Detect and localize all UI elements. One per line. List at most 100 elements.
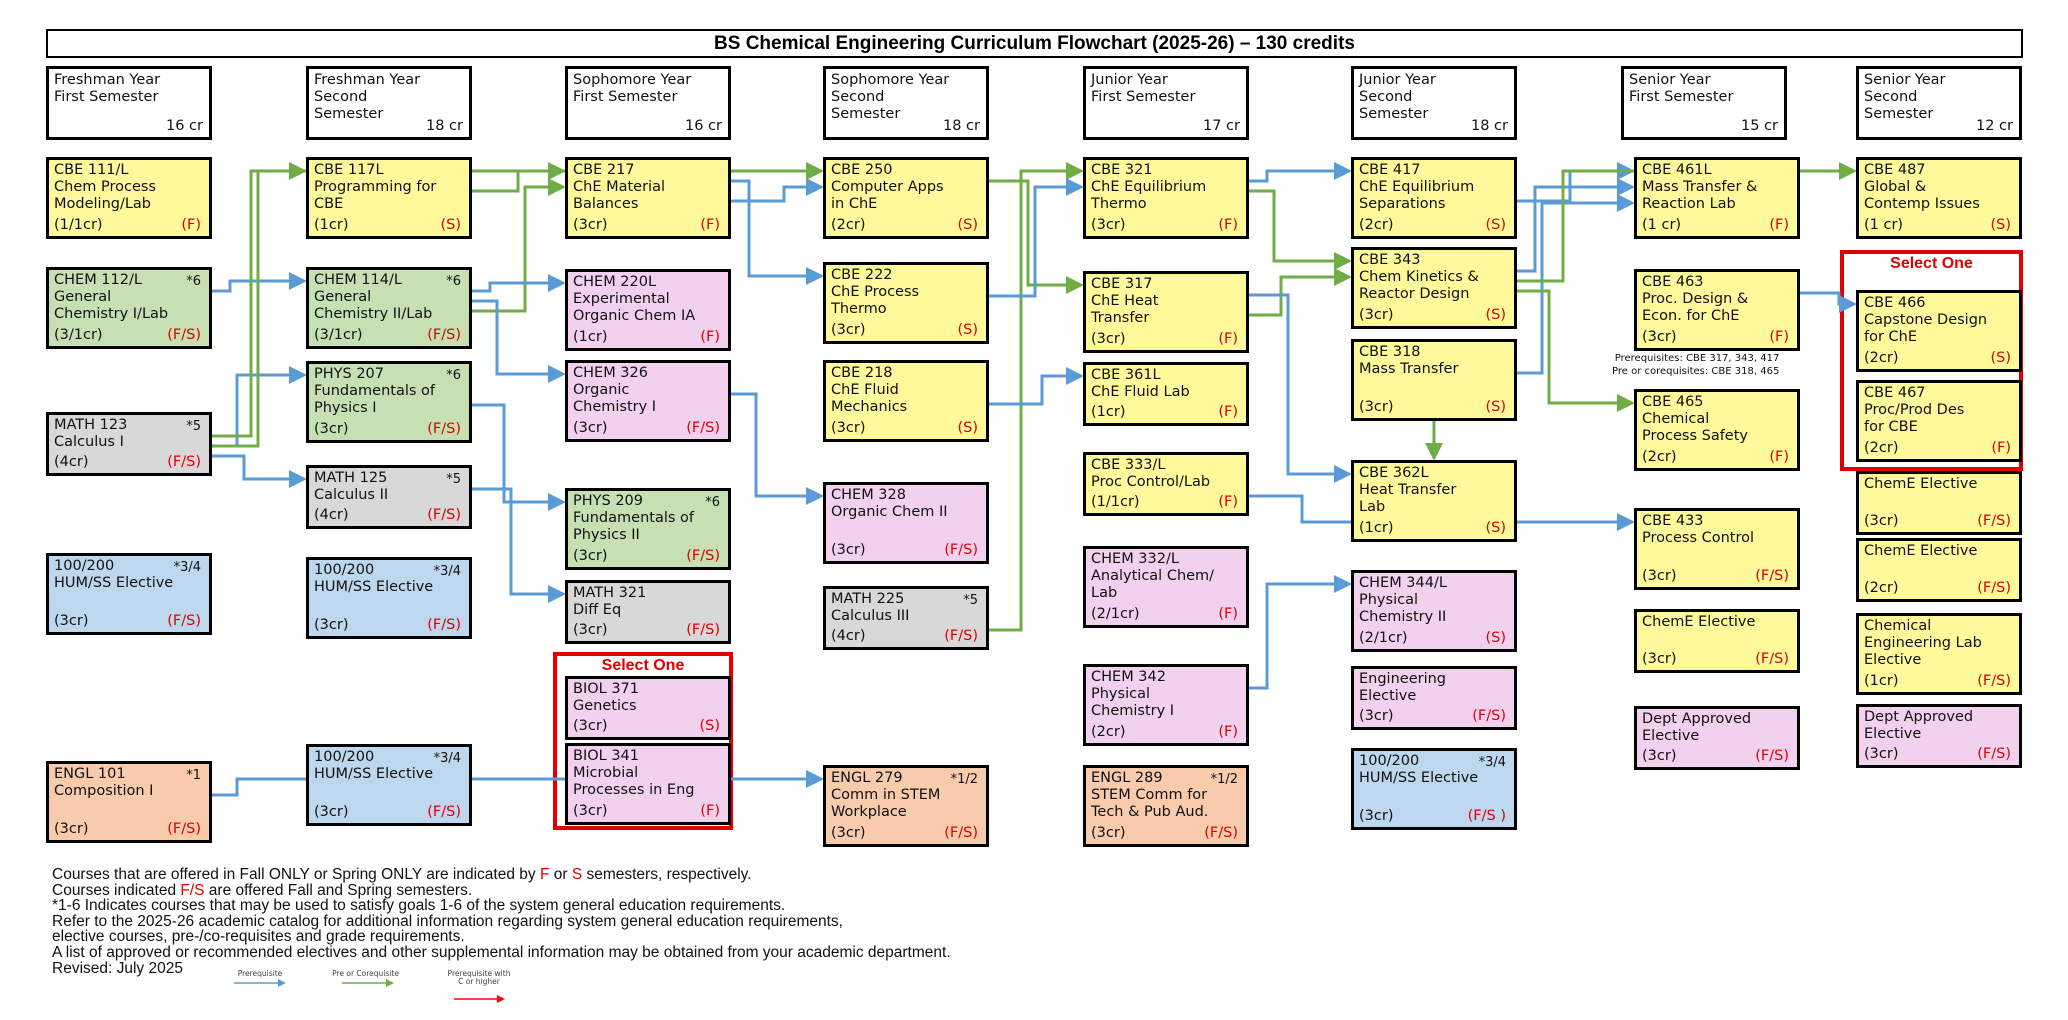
course-cheme1[interactable]: ChemE Elective(3cr)(F/S) (1634, 609, 1800, 673)
gen-ed-goal-marker: *3/4 (1478, 755, 1506, 770)
course-credits: (1cr) (1359, 520, 1394, 536)
arrow-cbe321-to-cbe417 (1249, 162, 1352, 183)
title-text: BS Chemical Engineering Curriculum Flowc… (714, 32, 1355, 54)
course-code: 100/200 (314, 562, 375, 578)
text: Courses that are offered in Fall ONLY or… (52, 866, 540, 883)
course-title-line: Organic Chem II (831, 504, 948, 520)
course-footer: (1cr)(F) (573, 329, 720, 346)
offered-semester: (F) (1218, 724, 1238, 740)
course-title-line: Global & (1864, 179, 1927, 195)
course-title-line: Composition I (54, 783, 154, 799)
offered-semester: (F/S) (167, 613, 201, 629)
fall-spring-marker: F/S (180, 881, 205, 899)
course-cheme2[interactable]: ChemE Elective(3cr)(F/S) (1856, 471, 2022, 535)
course-footer: (3cr)(F/S) (1642, 748, 1789, 765)
course-title-line: Programming for (314, 179, 437, 195)
semester-title: Junior Year Second Semester (1359, 72, 1436, 122)
course-title-line: Physical (1091, 686, 1150, 702)
course-footer: (4cr)(F/S) (314, 507, 461, 524)
course-title-line: Organic (573, 382, 630, 398)
arrow-chem342-to-chem344 (1249, 575, 1352, 690)
course-footer: (3cr)(F/S) (1642, 568, 1789, 585)
course-title-line: Separations (1359, 196, 1446, 212)
course-credits: (1 cr) (1642, 217, 1682, 233)
course-credits: (3cr) (831, 420, 866, 436)
course-title-line: Capstone Design (1864, 312, 1988, 328)
offered-semester: (S) (1485, 520, 1506, 536)
course-footer: (3cr)(F/S) (573, 420, 720, 437)
course-code: ChemE Elective (1642, 614, 1756, 630)
course-code: CBE 361L (1091, 367, 1161, 383)
course-title-line: Econ. for ChE (1642, 308, 1740, 324)
offered-semester: (F) (700, 329, 720, 345)
course-code: CBE 463 (1642, 274, 1704, 290)
legend-c-or-higher: Prerequisite with C or higher (444, 962, 514, 1006)
course-footer: (3cr)(F/S) (831, 542, 978, 559)
course-code: CBE 217 (573, 162, 635, 178)
course-code: CBE 362L (1359, 465, 1429, 481)
arrow-cbe417-to-cbe461 (1517, 162, 1635, 203)
course-cheme3[interactable]: ChemE Elective(2cr)(F/S) (1856, 538, 2022, 602)
course-footer: (2/1cr)(F) (1091, 606, 1238, 623)
gen-ed-goal-marker: *6 (705, 495, 720, 510)
arrow-cbe343-to-cbe465 (1517, 289, 1635, 412)
offered-semester: (F) (1218, 404, 1238, 420)
legend-label: Prerequisite with C or higher (447, 969, 511, 986)
course-credits: (1 cr) (1864, 217, 1904, 233)
offered-semester: (F/S) (427, 421, 461, 437)
course-footer: (1/1cr)(F) (1091, 494, 1238, 511)
course-code: MATH 123 (54, 417, 128, 433)
course-footer: (3cr)(F/S) (314, 617, 461, 634)
course-footer: (2cr)(F) (1642, 449, 1789, 466)
